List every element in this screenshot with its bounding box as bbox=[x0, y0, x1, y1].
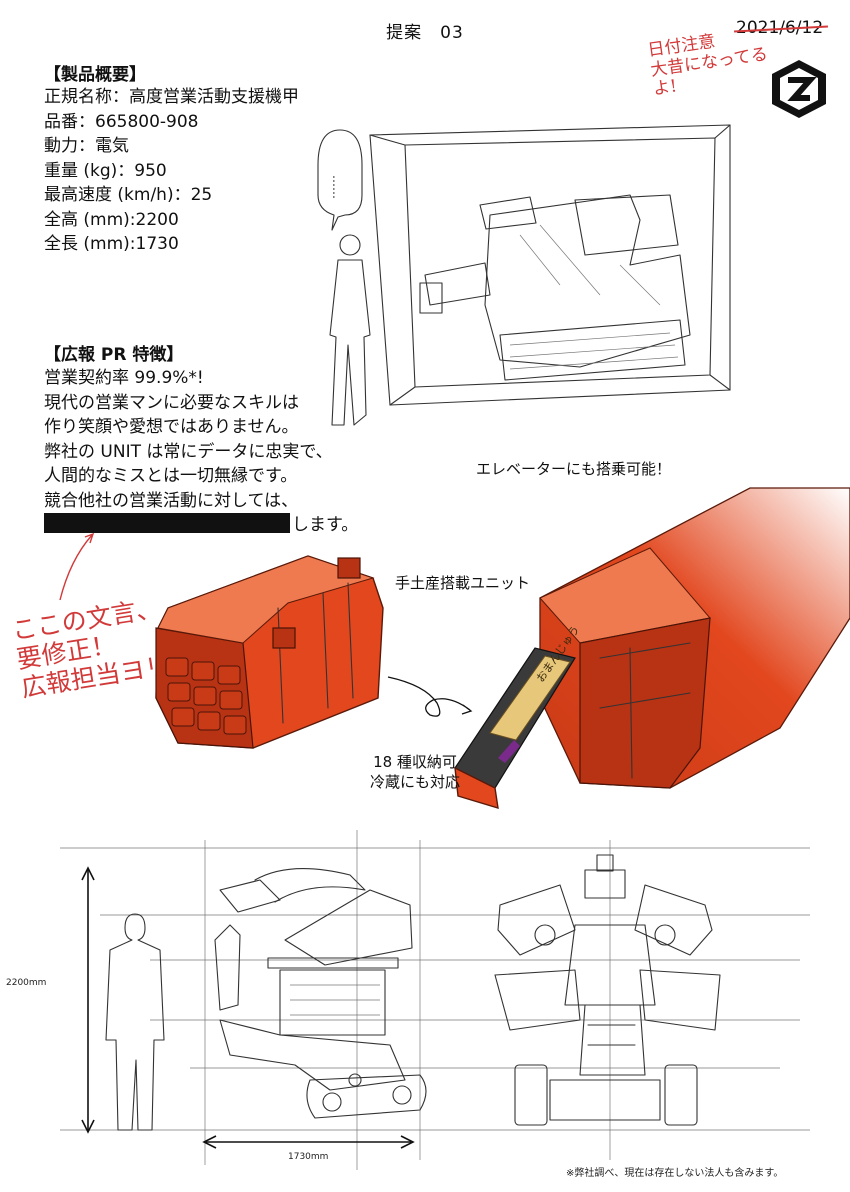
elevator-caption: エレベーターにも搭乗可能！ bbox=[476, 460, 672, 478]
storage-caption-line: 冷蔵にも対応 bbox=[370, 773, 461, 791]
speech-bubble-text: …… bbox=[330, 175, 344, 199]
souvenir-unit-closed-sketch bbox=[155, 555, 384, 749]
correction-arrow bbox=[59, 532, 95, 601]
orthographic-views-sketch bbox=[60, 830, 810, 1170]
pr-line-suffix: します。 bbox=[292, 515, 359, 535]
pr-line: 競合他社の営業活動に対しては、 bbox=[44, 490, 299, 511]
storage-caption: 18 種収納可 冷蔵にも対応 bbox=[370, 752, 460, 792]
page-title: 提案 03 bbox=[386, 23, 464, 43]
height-dimension-label: 2200mm bbox=[6, 978, 47, 988]
storage-caption-line: 18 種収納可 bbox=[373, 753, 457, 771]
spec-line: 全長 (mm):1730 bbox=[44, 234, 179, 254]
transition-arrow bbox=[387, 676, 473, 717]
spec-line: 重量 (kg)：950 bbox=[44, 160, 167, 181]
pr-line: 弊社の UNIT は常にデータに忠実で、 bbox=[44, 441, 333, 462]
length-dimension-label: 1730mm bbox=[288, 1152, 329, 1162]
z-emblem-logo bbox=[772, 60, 826, 118]
footnote: ※弊社調べ、現在は存在しない法人も含みます。 bbox=[566, 1168, 784, 1179]
spec-line: 動力：電気 bbox=[44, 136, 129, 156]
spec-line: 正規名称：高度営業活動支援機甲 bbox=[44, 87, 299, 107]
spec-line: 最高速度 (km/h)：25 bbox=[44, 185, 213, 205]
pr-heading: 【広報 PR 特徴】 bbox=[44, 345, 184, 365]
pr-line: 人間的なミスとは一切無縁です。 bbox=[44, 466, 298, 486]
overview-spec-list: 正規名称：高度営業活動支援機甲 品番：665800-908 動力：電気 重量 (… bbox=[44, 85, 299, 257]
pr-line: 営業契約率 99.9%*! bbox=[44, 368, 204, 388]
spec-line: 品番：665800-908 bbox=[44, 111, 199, 132]
souvenir-unit-open-sketch: おまんじゅう bbox=[454, 487, 850, 809]
pr-line: 作り笑顔や愛想ではありません。 bbox=[44, 417, 299, 437]
pr-text-block: 営業契約率 99.9%*! 現代の営業マンに必要なスキルは 作り笑顔や愛想ではあ… bbox=[44, 366, 358, 538]
souvenir-unit-caption: 手土産搭載ユニット bbox=[395, 574, 531, 592]
overview-heading: 【製品概要】 bbox=[44, 65, 146, 85]
elevator-sketch: …… bbox=[317, 124, 731, 426]
spec-line: 全高 (mm):2200 bbox=[44, 209, 179, 230]
redaction-bar bbox=[44, 513, 290, 533]
pr-line-redacted: します。 bbox=[44, 513, 358, 538]
pr-line: 現代の営業マンに必要なスキルは bbox=[44, 392, 299, 413]
date-note-text: 日付注意 大昔になってるよ! bbox=[646, 31, 769, 100]
